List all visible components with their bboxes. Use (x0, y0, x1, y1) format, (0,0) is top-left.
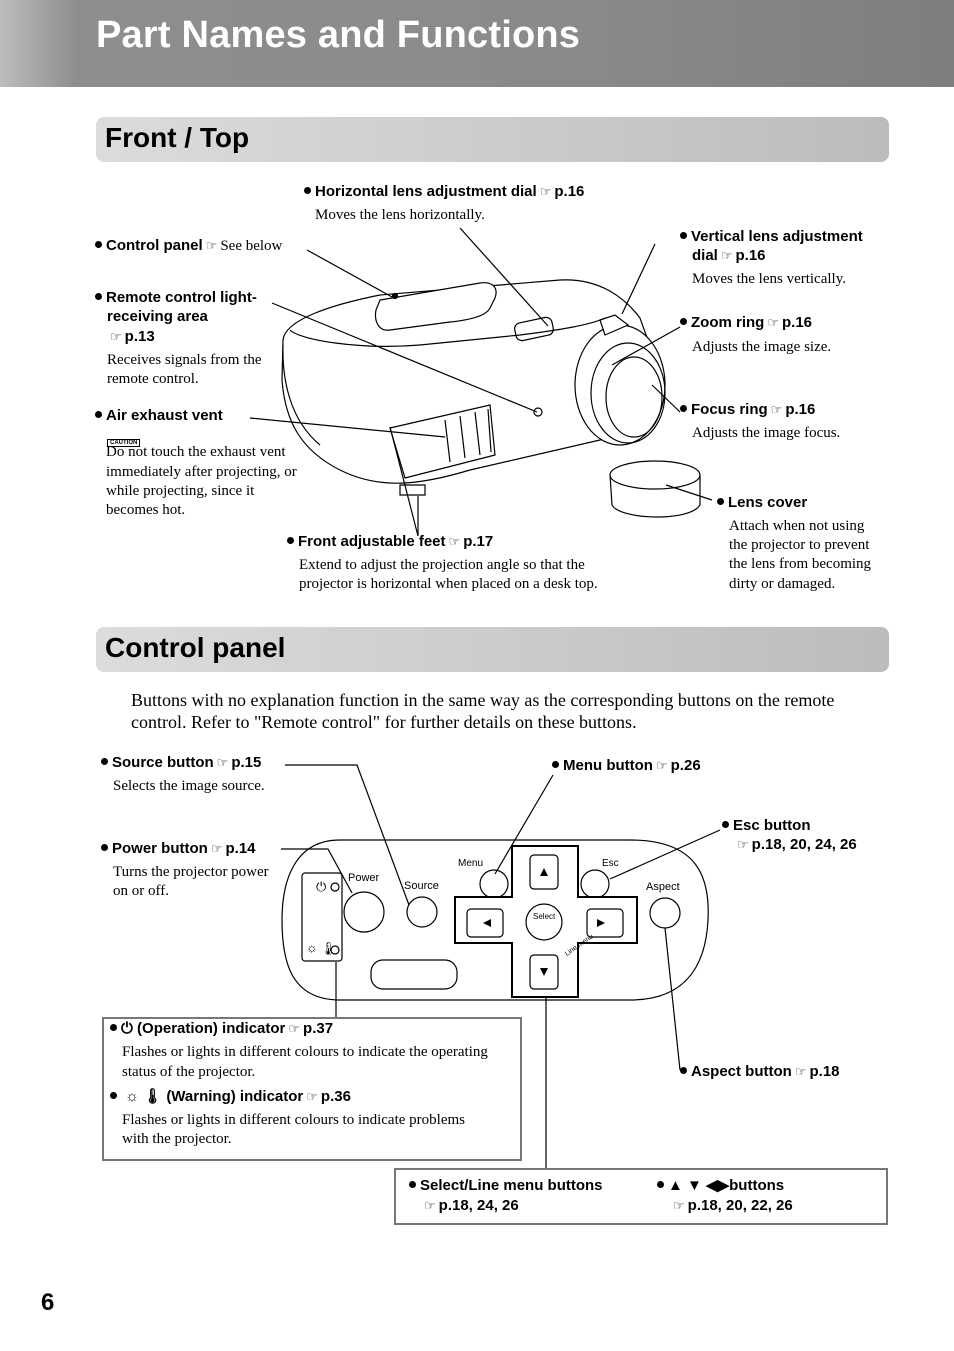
arrow-up-icon: ▲ (668, 1177, 688, 1194)
label-warning-indicator: ☼ 🌡 (Warning) indicator ☞p.36 (110, 1087, 351, 1106)
power-symbol-icon: ⏻ (121, 1020, 138, 1037)
pointing-hand-icon: ☞ (288, 1021, 301, 1036)
label-front-feet: Front adjustable feet☞p.17 (287, 532, 493, 551)
label-source-button: Source button☞p.15 (101, 753, 261, 772)
control-panel-intro: Buttons with no explanation function in … (131, 690, 835, 732)
warning-light-icon: ☼ (306, 940, 318, 955)
pointing-hand-icon: ☞ (673, 1198, 685, 1213)
desc-power-button-2: on or off. (113, 883, 169, 899)
label-remote-receiver: Remote control light- (95, 288, 257, 307)
desc-air-exhaust-3: while projecting, since it (106, 483, 255, 499)
label-horizontal-lens-dial: Horizontal lens adjustment dial☞p.16 (304, 182, 584, 201)
label-select-line-menu: Select/Line menu buttons (409, 1176, 603, 1195)
title-bar: Part Names and Functions (0, 0, 954, 87)
desc-warning-indicator-1: Flashes or lights in different colours t… (122, 1112, 465, 1128)
desc-operation-indicator-2: status of the projector. (122, 1064, 256, 1080)
desc-operation-indicator-1: Flashes or lights in different colours t… (122, 1044, 488, 1060)
select-button: Select (533, 912, 556, 921)
desc-remote-receiver-2: remote control. (107, 371, 199, 387)
pointing-hand-icon: ☞ (767, 315, 779, 330)
arrow-down-icon: ▼ (687, 1177, 707, 1194)
label-operation-indicator: ⏻ (Operation) indicator ☞p.37 (110, 1019, 333, 1038)
desc-front-feet-2: projector is horizontal when placed on a… (299, 576, 598, 592)
desc-lens-cover-4: dirty or damaged. (729, 576, 836, 592)
desc-air-exhaust-2: immediately after projecting, or (106, 464, 297, 480)
label-aspect-button: Aspect button☞p.18 (680, 1062, 840, 1081)
pointing-hand-icon: ☞ (770, 402, 783, 417)
aspect-button: Aspect (646, 881, 680, 893)
power-button: Power (348, 872, 380, 884)
select-arrow-box (394, 1168, 888, 1225)
pointing-hand-icon: ☞ (210, 841, 223, 856)
desc-horizontal-lens-dial: Moves the lens horizontally. (315, 207, 485, 223)
desc-remote-receiver-1: Receives signals from the (107, 352, 262, 368)
source-button: Source (404, 880, 439, 892)
label-remote-receiver-2: receiving area (107, 308, 208, 325)
desc-source-button: Selects the image source. (113, 778, 265, 794)
ref-arrow-buttons: ☞p.18, 20, 22, 26 (673, 1197, 793, 1214)
pointing-hand-icon: ☞ (794, 1064, 807, 1079)
section-title-control-panel: Control panel (105, 632, 286, 663)
menu-button: Menu (458, 858, 484, 869)
label-vertical-lens-dial-2: dial☞p.16 (692, 247, 766, 264)
desc-air-exhaust-1: Do not touch the exhaust vent (106, 444, 286, 460)
section-title-front-top: Front / Top (105, 122, 250, 153)
section-front-top: Front / Top (96, 117, 889, 162)
desc-warning-indicator-2: with the projector. (122, 1131, 232, 1147)
label-air-exhaust: Air exhaust vent (95, 406, 223, 425)
label-menu-button: Menu button☞p.26 (552, 756, 701, 775)
desc-zoom-ring: Adjusts the image size. (692, 339, 832, 355)
arrow-right-icon: ▶ (717, 1177, 730, 1194)
desc-vertical-lens-dial: Moves the lens vertically. (692, 271, 846, 287)
pointing-hand-icon: ☞ (424, 1198, 436, 1213)
pointing-hand-icon: ☞ (655, 758, 668, 773)
label-lens-cover: Lens cover (717, 493, 807, 512)
ref-esc-button: ☞p.18, 20, 24, 26 (737, 836, 857, 853)
ref-remote-receiver: ☞p.13 (110, 328, 155, 345)
esc-button: Esc (602, 858, 619, 869)
pointing-hand-icon: ☞ (539, 184, 552, 199)
desc-air-exhaust-4: becomes hot. (106, 502, 186, 518)
page-number: 6 (41, 1289, 55, 1316)
power-symbol-icon: ⏻ (316, 879, 327, 894)
label-vertical-lens-dial: Vertical lens adjustment (680, 227, 863, 246)
pointing-hand-icon: ☞ (306, 1089, 318, 1104)
desc-lens-cover-3: the lens from becoming (729, 556, 872, 572)
label-esc-button: Esc button (722, 816, 811, 835)
pointing-hand-icon: ☞ (205, 238, 218, 253)
desc-front-feet-1: Extend to adjust the projection angle so… (299, 557, 585, 573)
indicator-box (102, 1017, 522, 1161)
pointing-hand-icon: ☞ (737, 837, 749, 852)
label-arrow-buttons: ▲ ▼ ◀▶buttons (657, 1176, 784, 1195)
page-title: Part Names and Functions (96, 14, 581, 56)
desc-lens-cover-2: the projector to prevent (729, 537, 870, 553)
pointing-hand-icon: ☞ (216, 755, 229, 770)
caution-icon: CAUTION (107, 431, 141, 449)
warning-light-icon: ☼ (121, 1088, 144, 1105)
arrow-left-icon: ◀ (706, 1177, 718, 1194)
pointing-hand-icon: ☞ (720, 248, 733, 263)
label-control-panel: Control panel☞See below (95, 236, 282, 256)
desc-lens-cover-1: Attach when not using (729, 518, 865, 534)
section-control-panel: Control panel (96, 627, 889, 672)
label-focus-ring: Focus ring☞p.16 (680, 400, 815, 419)
thermometer-icon: 🌡 (320, 941, 337, 956)
pointing-hand-icon: ☞ (448, 534, 461, 549)
label-power-button: Power button☞p.14 (101, 839, 256, 858)
desc-focus-ring: Adjusts the image focus. (692, 425, 841, 441)
desc-power-button-1: Turns the projector power (113, 864, 269, 880)
pointing-hand-icon: ☞ (110, 329, 122, 344)
label-zoom-ring: Zoom ring☞p.16 (680, 313, 812, 332)
ref-select-line-menu: ☞p.18, 24, 26 (424, 1197, 519, 1214)
thermometer-icon: 🌡 (143, 1088, 167, 1105)
